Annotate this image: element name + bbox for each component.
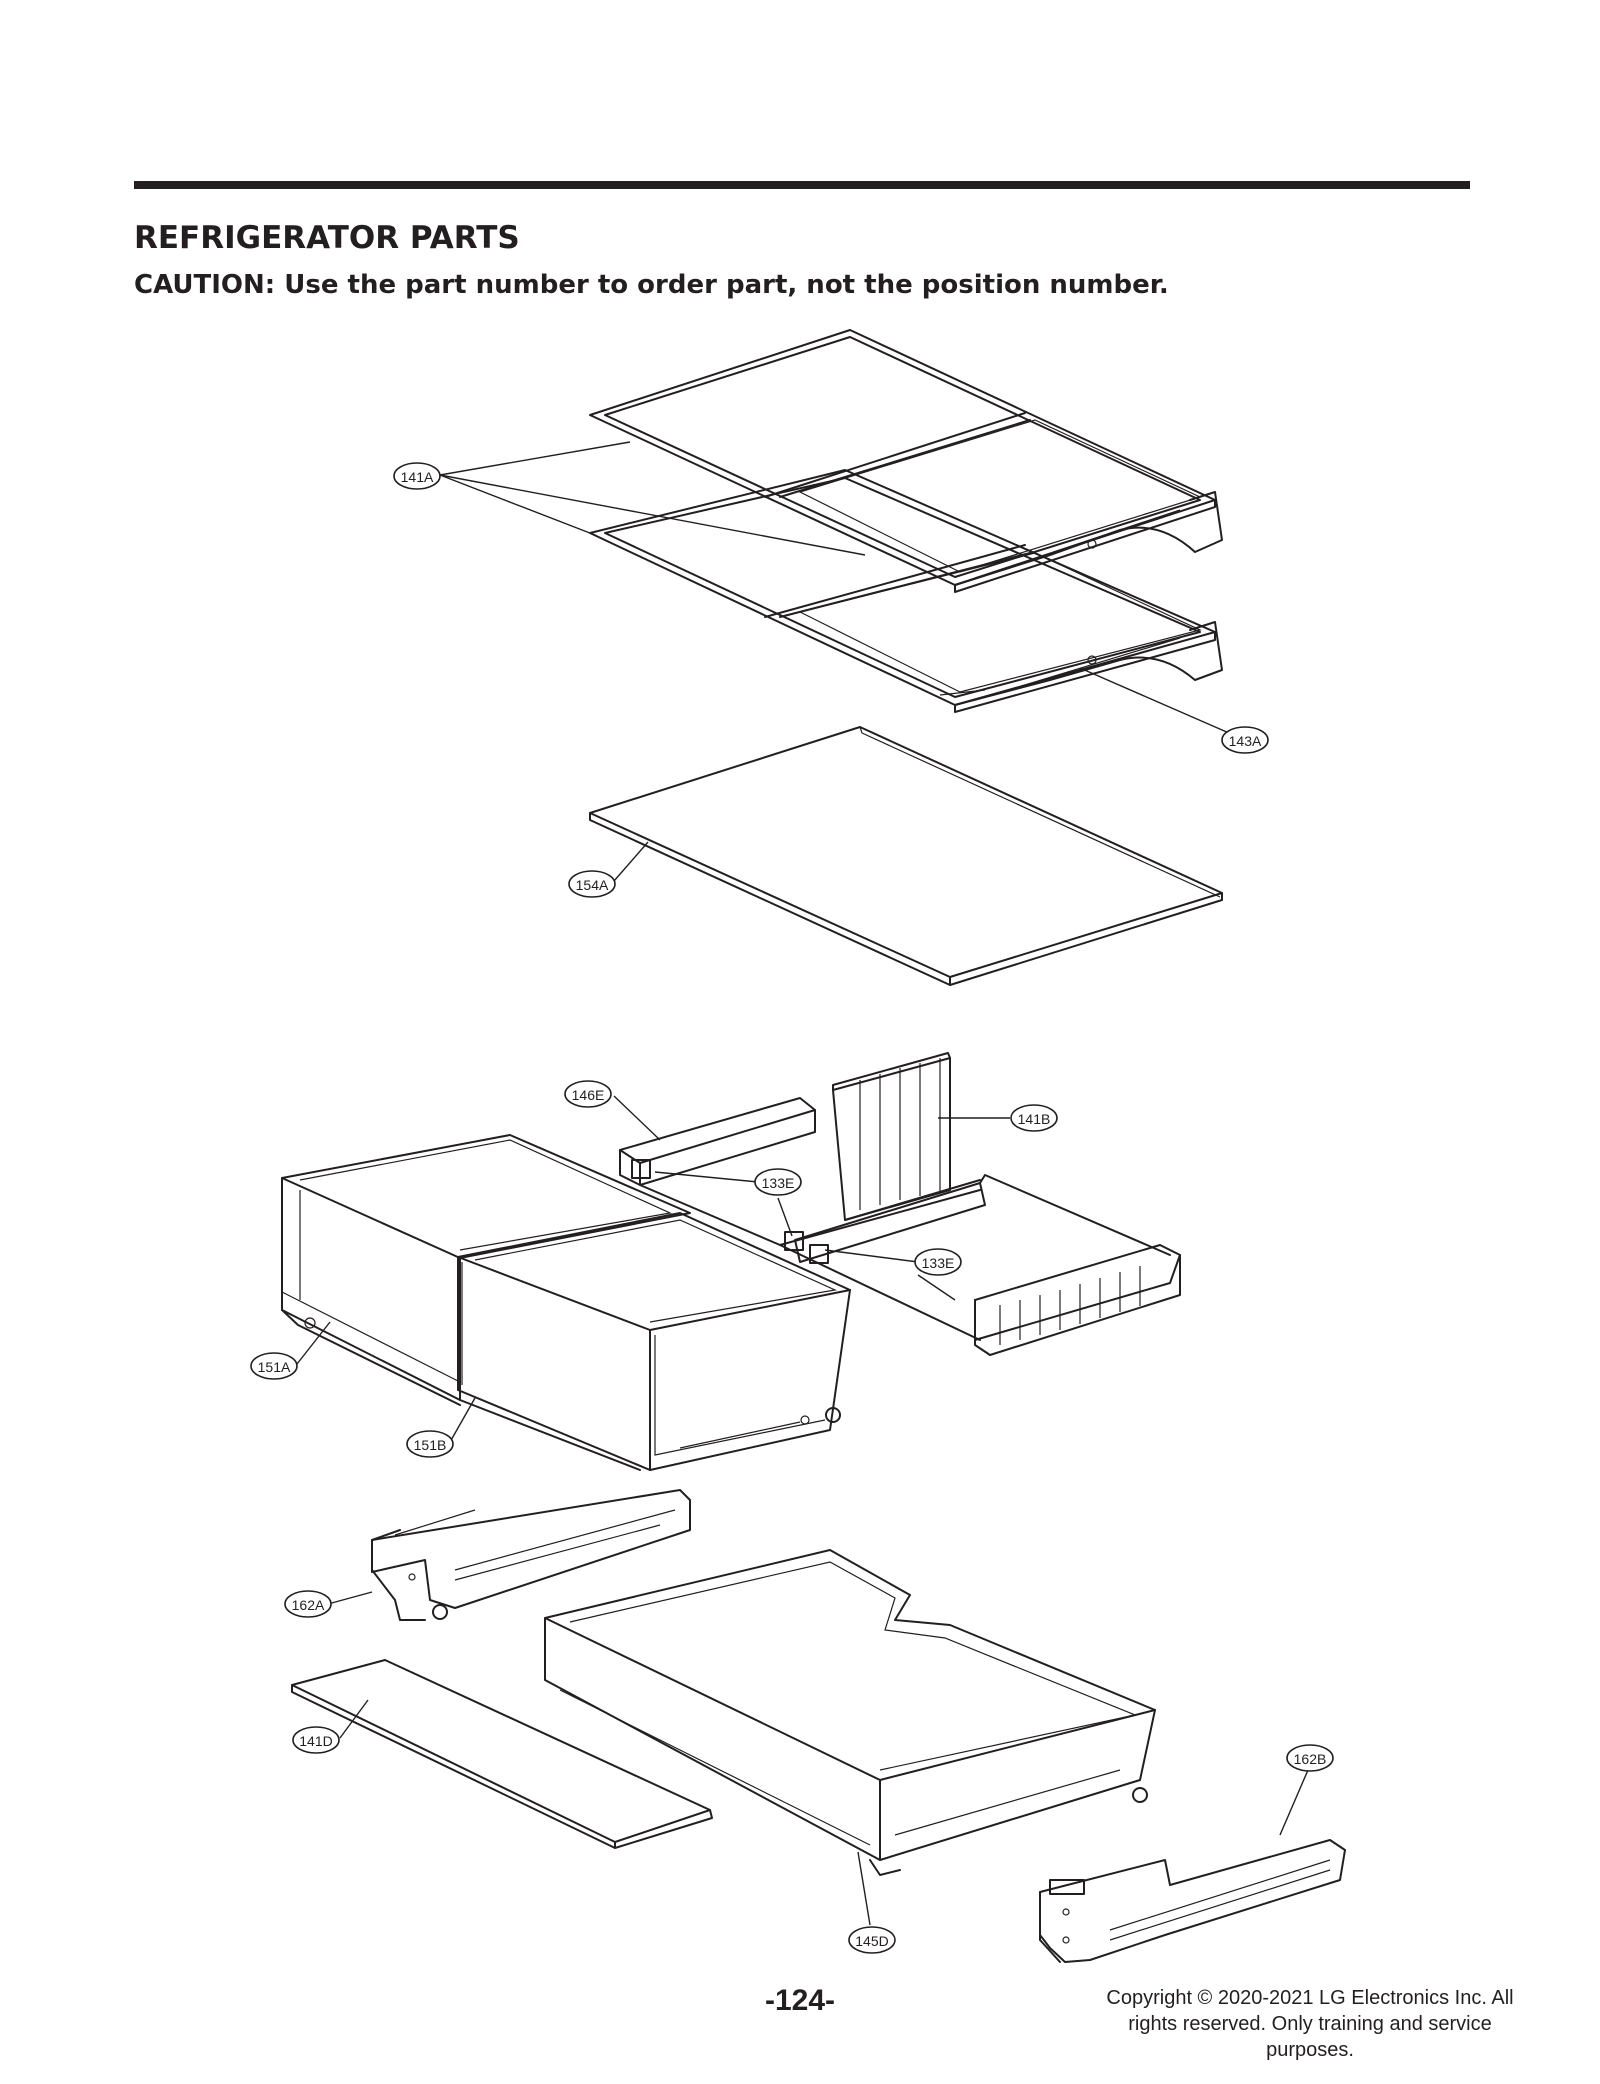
svg-text:151B: 151B — [414, 1437, 447, 1453]
leader-lines — [296, 441, 1309, 1926]
callout-151B: 151B — [406, 1430, 454, 1458]
svg-text:141D: 141D — [299, 1733, 332, 1749]
page-number: -124- — [764, 1984, 836, 2017]
divider-141B — [832, 1052, 981, 1221]
svg-text:133E: 133E — [922, 1255, 955, 1271]
callout-162B: 162B — [1286, 1744, 1334, 1772]
crisper-drawer-151B — [457, 1212, 851, 1471]
copyright-line: purposes. — [1266, 2039, 1354, 2061]
header-rule — [134, 181, 1470, 189]
callout-154A: 154A — [568, 870, 616, 898]
glass-shelf-154A — [589, 726, 1223, 986]
callout-141D: 141D — [292, 1726, 340, 1754]
callout-162A: 162A — [284, 1590, 332, 1618]
crisper-drawer-151A — [281, 1134, 691, 1406]
callout-145D: 145D — [848, 1926, 896, 1954]
copyright-line: Copyright © 2020-2021 LG Electronics Inc… — [1106, 1987, 1514, 2009]
callout-133E: 133E — [754, 1168, 802, 1196]
callout-151A: 151A — [250, 1352, 298, 1380]
callout-141B: 141B — [1010, 1104, 1058, 1132]
callout-141A: 141A — [393, 462, 441, 490]
svg-text:154A: 154A — [576, 877, 609, 893]
svg-text:162B: 162B — [1294, 1751, 1327, 1767]
page-title: REFRIGERATOR PARTS — [134, 220, 520, 256]
callout-146E: 146E — [564, 1080, 612, 1108]
svg-text:141A: 141A — [401, 469, 434, 485]
svg-text:145D: 145D — [855, 1933, 888, 1949]
svg-text:141B: 141B — [1018, 1111, 1051, 1127]
cover-141D — [291, 1659, 713, 1849]
callout-133E: 133E — [914, 1248, 962, 1276]
callout-143A: 143A — [1221, 726, 1269, 754]
rail-162B — [1039, 1839, 1346, 1963]
svg-text:143A: 143A — [1229, 733, 1262, 749]
freezer-drawer-145D — [544, 1549, 1156, 1876]
svg-text:162A: 162A — [292, 1597, 325, 1613]
caution-note: CAUTION: Use the part number to order pa… — [134, 270, 1169, 300]
copyright-notice: Copyright © 2020-2021 LG Electronics Inc… — [1090, 1985, 1530, 2063]
svg-text:133E: 133E — [762, 1175, 795, 1191]
drawer-frame-146E — [619, 1097, 1181, 1356]
svg-text:146E: 146E — [572, 1087, 605, 1103]
copyright-line: rights reserved. Only training and servi… — [1128, 2013, 1492, 2035]
rail-162A — [371, 1489, 691, 1621]
svg-text:151A: 151A — [258, 1359, 291, 1375]
shelf-assembly-141A — [589, 329, 1223, 713]
